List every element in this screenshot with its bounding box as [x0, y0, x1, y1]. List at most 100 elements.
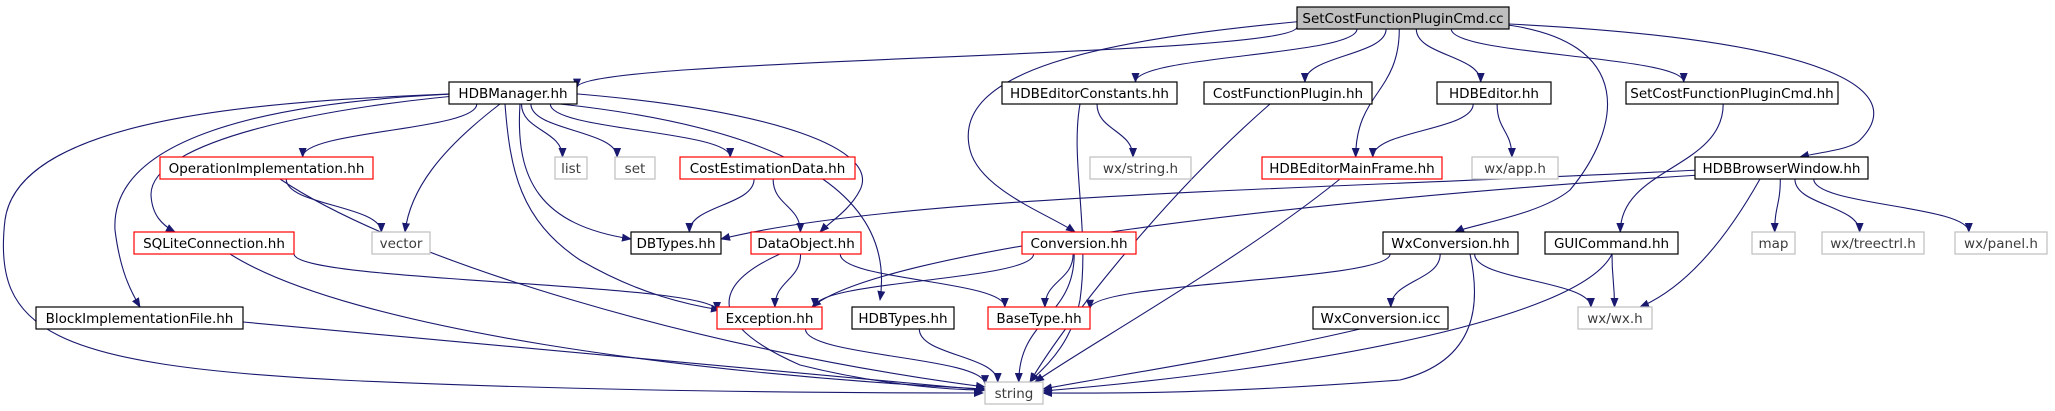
edge-line [1042, 253, 1476, 398]
edge-root-to-costfunctionplugin [1300, 28, 1387, 83]
edge-hdbbrowserwindow-to-wxpanel [1813, 178, 1973, 233]
node-label: wx/wx.h [1587, 311, 1642, 327]
edge-dataobject-to-string [728, 253, 986, 394]
edge-line [1770, 178, 1781, 233]
edge-hdbeditormainframe-to-string [1034, 178, 1341, 383]
node-box [1821, 231, 1925, 255]
node-costfunctionplugin[interactable]: CostFunctionPlugin.hh [1203, 81, 1373, 105]
edge-line [810, 253, 1035, 308]
node-label: CostEstimationData.hh [690, 161, 846, 177]
node-blockimplfile[interactable]: BlockImplementationFile.hh [35, 306, 244, 330]
node-box [1312, 306, 1449, 330]
node-dataobject[interactable]: DataObject.hh [750, 231, 862, 255]
node-label: set [625, 161, 646, 177]
edge-line [1450, 28, 1688, 83]
node-conversion[interactable]: Conversion.hh [1021, 231, 1137, 255]
node-hdbtypes[interactable]: HDBTypes.hh [851, 306, 955, 330]
edge-hdbmanager-to-vector [402, 103, 501, 233]
node-hdbmanager[interactable]: HDBManager.hh [448, 81, 578, 105]
node-wxapp: wx/app.h [1471, 156, 1559, 180]
edge-conversion-to-basetype [1040, 253, 1074, 308]
node-box [1021, 231, 1137, 255]
edge-line [1029, 103, 1084, 383]
node-hdbeditormainframe[interactable]: HDBEditorMainFrame.hh [1261, 156, 1443, 180]
node-box [1261, 156, 1443, 180]
edge-line [285, 178, 386, 233]
node-label: HDBManager.hh [458, 86, 567, 102]
node-label: wx/treectrl.h [1830, 236, 1916, 252]
node-box [1001, 81, 1178, 105]
node-label: BaseType.hh [996, 311, 1081, 327]
node-box [448, 81, 578, 105]
edge-line [1474, 253, 1595, 308]
node-costestdata[interactable]: CostEstimationData.hh [679, 156, 856, 180]
edge-line [1813, 178, 1973, 233]
edge-hdbeditor-to-hdbeditormainframe [1368, 103, 1474, 158]
node-sqliteconn[interactable]: SQLiteConnection.hh [133, 231, 295, 255]
node-string: string [984, 381, 1044, 405]
node-dbtypes[interactable]: DBTypes.hh [630, 231, 722, 255]
node-box [614, 156, 656, 180]
edge-hdbbrowserwindow-to-exception [811, 174, 1701, 308]
node-box [1203, 81, 1373, 105]
node-label: HDBEditorMainFrame.hh [1269, 161, 1434, 177]
edge-sqliteconn-to-string [229, 253, 986, 393]
edge-dataobject-to-exception [770, 253, 802, 308]
edge-line [1086, 253, 1391, 310]
edge-line [1496, 103, 1516, 158]
edge-line [530, 103, 622, 158]
edge-hdbmanager-to-dbtypes [518, 103, 632, 242]
node-label: list [561, 161, 581, 177]
node-wxconversionicc[interactable]: WxConversion.icc [1312, 306, 1449, 330]
node-hdbbrowserwindow[interactable]: HDBBrowserWindow.hh [1694, 156, 1869, 180]
node-root[interactable]: SetCostFunctionPluginCmd.cc [1296, 6, 1510, 30]
node-label: map [1759, 236, 1789, 252]
node-exception[interactable]: Exception.hh [716, 306, 823, 330]
node-setcostcmdhh[interactable]: SetCostFunctionPluginCmd.hh [1625, 81, 1839, 105]
node-box [679, 156, 856, 180]
edge-root-to-conversion [967, 20, 1306, 233]
edge-line [1300, 28, 1387, 83]
edge-line [114, 92, 481, 308]
node-set: set [614, 156, 656, 180]
node-hdbeditor[interactable]: HDBEditor.hh [1436, 81, 1552, 105]
edge-hdbmanager-to-set [530, 103, 622, 158]
node-box [371, 231, 431, 255]
edge-opimpl-to-vector [285, 178, 386, 233]
node-box [1544, 231, 1679, 255]
node-label: BlockImplementationFile.hh [46, 311, 234, 327]
edge-wxconversion-to-string [1042, 253, 1476, 398]
node-box [1471, 156, 1559, 180]
edge-guicommand-to-string [1042, 253, 1613, 395]
node-hdbeditorconstants[interactable]: HDBEditorConstants.hh [1001, 81, 1178, 105]
edge-wxconversion-to-basetype [1086, 253, 1391, 310]
node-label: WxConversion.icc [1321, 311, 1441, 327]
node-opimpl[interactable]: OperationImplementation.hh [159, 156, 374, 180]
edge-line [573, 26, 1298, 89]
edge-wxconversion-to-wxwx [1474, 253, 1595, 308]
node-basetype[interactable]: BaseType.hh [987, 306, 1091, 330]
node-label: SQLiteConnection.hh [143, 236, 285, 252]
node-box [1694, 156, 1869, 180]
node-box [984, 381, 1044, 405]
edge-root-to-hdbeditor [1415, 28, 1485, 83]
node-wxconversion[interactable]: WxConversion.hh [1382, 231, 1519, 255]
node-label: SetCostFunctionPluginCmd.hh [1630, 86, 1833, 102]
edge-line [1454, 23, 1609, 233]
node-guicommand[interactable]: GUICommand.hh [1544, 231, 1679, 255]
node-box [716, 306, 823, 330]
edge-line [1029, 103, 1271, 383]
edge-line [811, 174, 1701, 308]
node-vector: vector [371, 231, 431, 255]
edge-line [1096, 103, 1137, 158]
edge-line [1368, 103, 1474, 158]
node-box [987, 306, 1091, 330]
edge-hdbeditorconstants-to-string [1029, 103, 1084, 383]
edge-hdbeditor-to-wxapp [1496, 103, 1516, 158]
edge-line [1415, 28, 1485, 83]
edge-line [1508, 23, 1875, 159]
edge-line [549, 103, 735, 158]
node-box [1382, 231, 1519, 255]
edge-line [1794, 178, 1864, 233]
edge-line [1639, 178, 1761, 308]
